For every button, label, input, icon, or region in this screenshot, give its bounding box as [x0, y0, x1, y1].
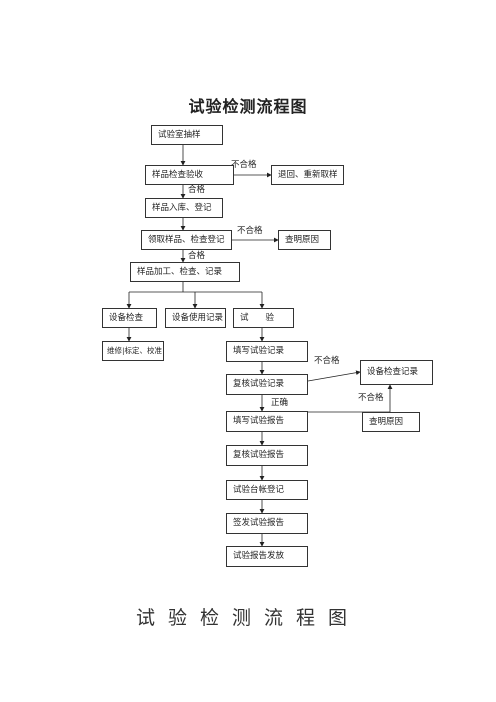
node-equip-usage: 设备使用记录 [165, 308, 226, 328]
diagram-title: 试验检测流程图 [188, 97, 308, 116]
node-equip-check-record: 设备检查记录 [360, 360, 433, 385]
diagram-caption: 试验检测流程图 [135, 607, 360, 629]
node-warehouse: 样品入库、登记 [145, 198, 223, 218]
node-find-cause-2: 查明原因 [362, 412, 420, 432]
node-sampling: 试验室抽样 [151, 125, 223, 145]
node-equip-check: 设备检查 [102, 308, 157, 328]
node-fill-record: 填写试验记录 [226, 341, 308, 362]
node-processing: 样品加工、检查、记录 [130, 262, 240, 282]
node-find-cause-1: 查明原因 [278, 230, 331, 250]
label-fail-1: 不合格 [231, 160, 257, 170]
label-pass-1: 合格 [188, 185, 206, 195]
node-calibration: 维修|标定、校准 [102, 341, 164, 361]
arrow-review-to-equip-record [307, 370, 361, 382]
node-return-resample: 退回、重新取样 [271, 165, 344, 185]
node-release-report: 试验报告发放 [226, 546, 308, 567]
label-correct: 正确 [271, 398, 289, 408]
node-fill-report: 填写试验报告 [226, 411, 308, 432]
label-pass-2: 合格 [188, 251, 206, 261]
node-ledger: 试验台帐登记 [226, 480, 308, 500]
node-review-record: 复核试验记录 [226, 374, 308, 395]
node-sign-report: 签发试验报告 [226, 513, 308, 534]
label-fail-4: 不合格 [358, 393, 384, 403]
label-fail-3: 不合格 [314, 356, 340, 366]
node-receive-check: 领取样品、检查登记 [141, 230, 232, 250]
node-review-report: 复核试验报告 [226, 445, 308, 466]
label-fail-2: 不合格 [237, 226, 263, 236]
node-sample-inspect: 样品检查验收 [145, 165, 234, 185]
node-test: 试 验 [233, 308, 294, 328]
